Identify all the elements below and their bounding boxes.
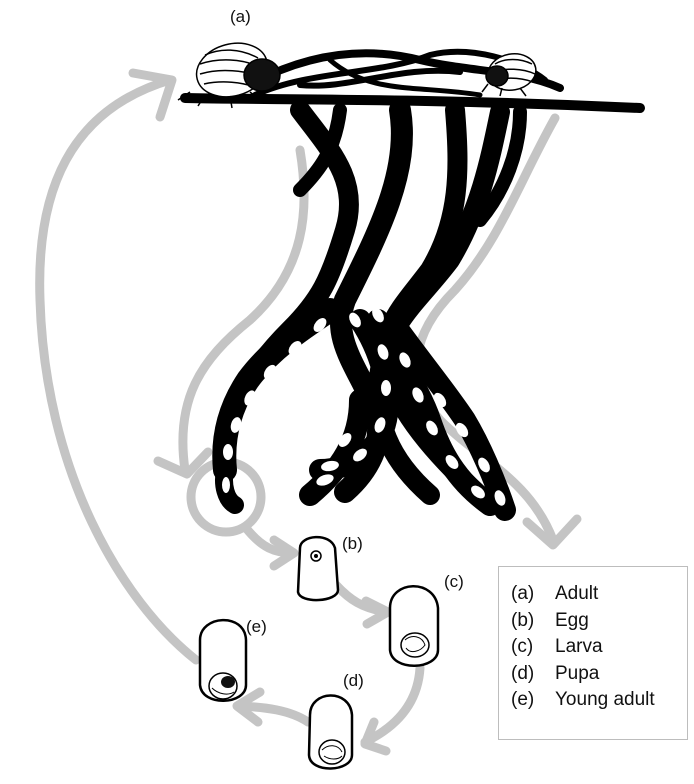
legend-text: Pupa bbox=[555, 661, 599, 688]
legend-key: (d) bbox=[511, 661, 555, 688]
label-egg: (b) bbox=[342, 534, 363, 554]
larva-chamber bbox=[390, 586, 438, 666]
gallery-system bbox=[185, 52, 640, 510]
legend-item-egg: (b) Egg bbox=[511, 608, 687, 635]
legend-item-pupa: (d) Pupa bbox=[511, 661, 687, 688]
legend-key: (b) bbox=[511, 608, 555, 635]
label-young-adult: (e) bbox=[246, 617, 267, 637]
pupa bbox=[319, 740, 345, 764]
legend-text: Larva bbox=[555, 634, 603, 661]
label-larva: (c) bbox=[444, 572, 464, 592]
arrow-adult-into-gallery bbox=[183, 150, 304, 470]
legend: (a) Adult (b) Egg (c) Larva (d) Pupa (e)… bbox=[498, 566, 688, 740]
legend-item-larva: (c) Larva bbox=[511, 634, 687, 661]
legend-item-adult: (a) Adult bbox=[511, 581, 687, 608]
label-pupa: (d) bbox=[343, 671, 364, 691]
egg-chamber bbox=[298, 537, 338, 600]
legend-text: Egg bbox=[555, 608, 589, 635]
label-adult: (a) bbox=[230, 7, 251, 27]
legend-text: Young adult bbox=[555, 687, 655, 714]
legend-text: Adult bbox=[555, 581, 598, 608]
legend-key: (c) bbox=[511, 634, 555, 661]
arrow-young-adult-to-adult bbox=[40, 80, 196, 660]
pupa-chamber bbox=[309, 695, 352, 768]
young-adult-chamber bbox=[200, 620, 246, 701]
legend-key: (a) bbox=[511, 581, 555, 608]
legend-key: (e) bbox=[511, 687, 555, 714]
host-branch bbox=[185, 98, 640, 108]
legend-item-young-adult: (e) Young adult bbox=[511, 687, 687, 714]
